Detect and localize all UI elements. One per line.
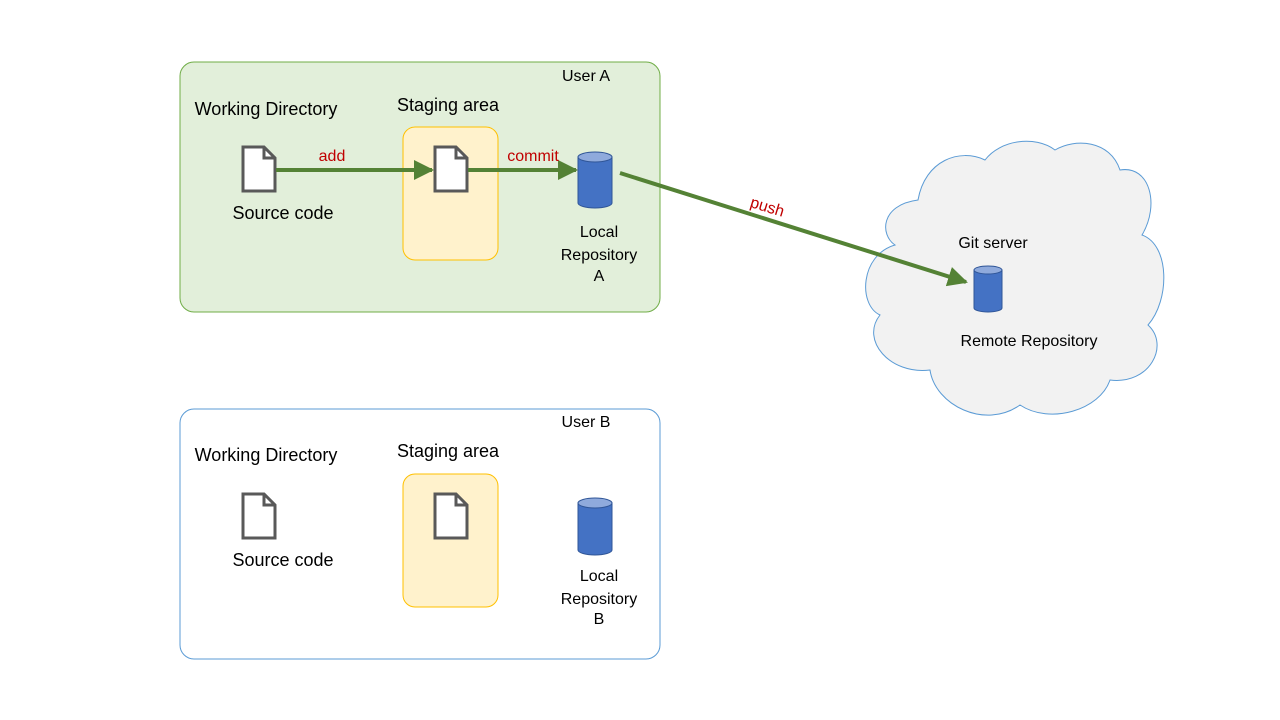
database-cylinder-icon	[577, 497, 613, 556]
database-cylinder-icon	[973, 265, 1003, 313]
add-label: add	[319, 148, 346, 165]
document-icon	[241, 145, 277, 193]
document-icon	[433, 492, 469, 540]
user-b-title: User B	[562, 414, 611, 431]
user-a-panel: User A Working Directory Staging area So…	[179, 61, 661, 313]
staging-area-box	[402, 473, 499, 608]
working-directory-label: Working Directory	[195, 445, 338, 465]
source-code-label: Source code	[232, 203, 333, 223]
document-icon	[433, 145, 469, 193]
git-server-cloud: Git server Remote Repository	[865, 140, 1165, 416]
git-server-label: Git server	[958, 235, 1028, 252]
database-cylinder-icon	[577, 151, 613, 209]
user-a-title: User A	[562, 68, 610, 85]
source-code-label: Source code	[232, 550, 333, 570]
local-repository-label: B	[594, 611, 605, 628]
document-icon	[241, 492, 277, 540]
local-repository-label: Local	[580, 224, 618, 241]
commit-label: commit	[507, 148, 559, 165]
remote-repository-label: Remote Repository	[961, 333, 1098, 350]
local-repository-label: Local	[580, 568, 618, 585]
user-b-panel: User B Working Directory Staging area So…	[179, 408, 661, 660]
staging-area-label: Staging area	[397, 441, 500, 461]
local-repository-label: Repository	[561, 591, 637, 608]
working-directory-label: Working Directory	[195, 99, 338, 119]
push-arrow	[619, 171, 968, 287]
local-repository-label: Repository	[561, 247, 637, 264]
staging-area-label: Staging area	[397, 95, 500, 115]
local-repository-label: A	[594, 268, 605, 285]
